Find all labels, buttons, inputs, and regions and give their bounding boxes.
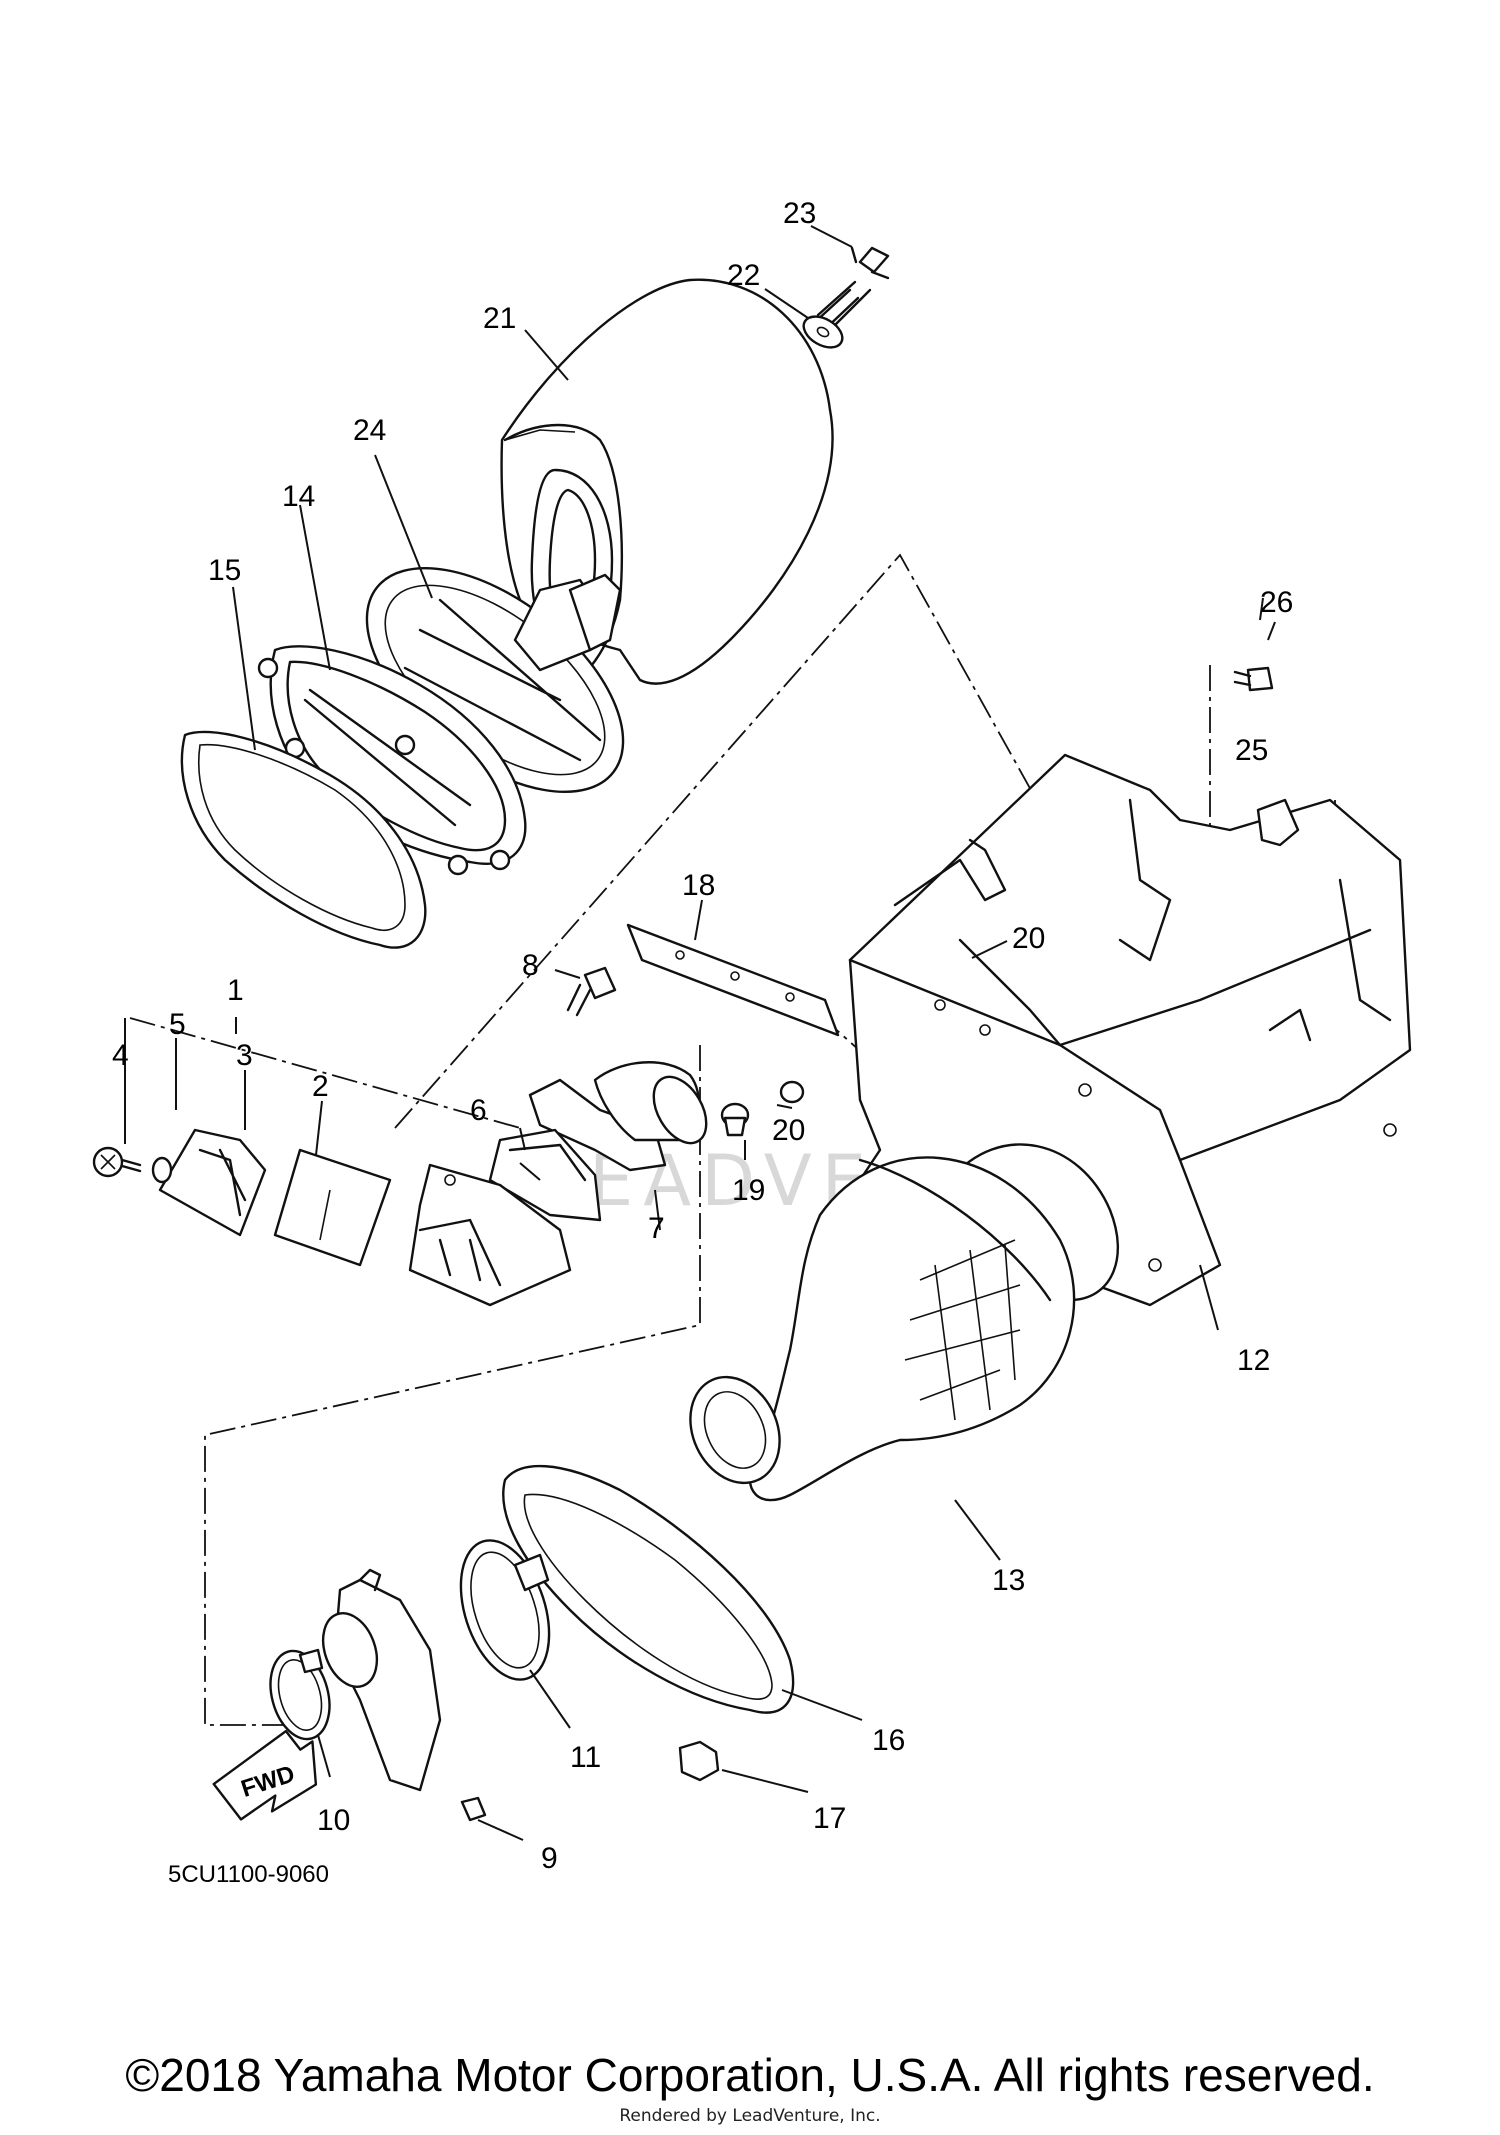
part-6-reed-block xyxy=(488,1128,602,1222)
part-5-washer xyxy=(151,1156,173,1184)
carburetor xyxy=(321,1568,442,1792)
part-4-screw xyxy=(92,1146,142,1178)
part-9-clip xyxy=(460,1796,487,1822)
callout-17: 17 xyxy=(813,1802,846,1835)
callout-7: 7 xyxy=(648,1212,665,1245)
part-13-intake-duct xyxy=(689,1156,1076,1502)
copyright-notice: ©2018 Yamaha Motor Corporation, U.S.A. A… xyxy=(125,2049,1375,2101)
callout-1: 1 xyxy=(227,974,244,1007)
callout-26: 26 xyxy=(1260,586,1293,619)
part-17-nut xyxy=(678,1740,720,1782)
part-7-intake-joint xyxy=(528,1061,708,1172)
fwd-arrow-icon: FWD xyxy=(212,1729,318,1821)
part-19-grommet xyxy=(720,1102,750,1137)
part-11-clamp xyxy=(459,1539,551,1681)
leader-lines xyxy=(124,225,1276,1841)
callout-24: 24 xyxy=(353,414,386,447)
callout-14: 14 xyxy=(282,480,315,513)
part-2-reed xyxy=(273,1148,392,1267)
callout-4: 4 xyxy=(112,1039,129,1072)
callout-3: 3 xyxy=(236,1039,253,1072)
callout-21: 21 xyxy=(483,302,516,335)
callout-8: 8 xyxy=(522,949,539,982)
part-23-bolt xyxy=(813,246,890,334)
part-26-bolt xyxy=(1233,666,1274,692)
part-18-plate xyxy=(626,923,840,1037)
callout-20-lower: 20 xyxy=(772,1114,805,1147)
part-22-washer xyxy=(802,315,844,349)
callout-18: 18 xyxy=(682,869,715,902)
part-1-valve-assembly xyxy=(408,1163,572,1307)
callout-19: 19 xyxy=(732,1174,765,1207)
part-8-bolt xyxy=(566,966,617,1017)
part-10-clamp xyxy=(269,1648,331,1741)
part-14-frame xyxy=(257,645,527,876)
callout-20-upper: 20 xyxy=(1012,922,1045,955)
part-25-clip xyxy=(1256,798,1300,847)
callout-2: 2 xyxy=(312,1070,329,1103)
callout-10: 10 xyxy=(317,1804,350,1837)
callout-6: 6 xyxy=(470,1094,487,1127)
part-15-gasket xyxy=(180,730,427,949)
callout-22: 22 xyxy=(727,259,760,292)
callout-9: 9 xyxy=(541,1842,558,1875)
rendered-by-notice: Rendered by LeadVenture, Inc. xyxy=(619,2106,881,2126)
callout-5: 5 xyxy=(169,1008,186,1041)
part-16-gasket xyxy=(502,1464,795,1714)
part-20-washer-lower xyxy=(779,1080,805,1104)
callout-numbers: 1 2 3 4 5 6 7 8 9 10 11 12 13 14 15 16 1… xyxy=(112,197,1293,1875)
callout-15: 15 xyxy=(208,554,241,587)
callout-13: 13 xyxy=(992,1564,1025,1597)
callout-16: 16 xyxy=(872,1724,905,1757)
callout-23: 23 xyxy=(783,197,816,230)
callout-12: 12 xyxy=(1237,1344,1270,1377)
callout-25: 25 xyxy=(1235,734,1268,767)
part-code: 5CU1100-9060 xyxy=(168,1861,329,1888)
part-3-reed-stopper xyxy=(158,1128,267,1237)
callout-11: 11 xyxy=(570,1741,601,1774)
